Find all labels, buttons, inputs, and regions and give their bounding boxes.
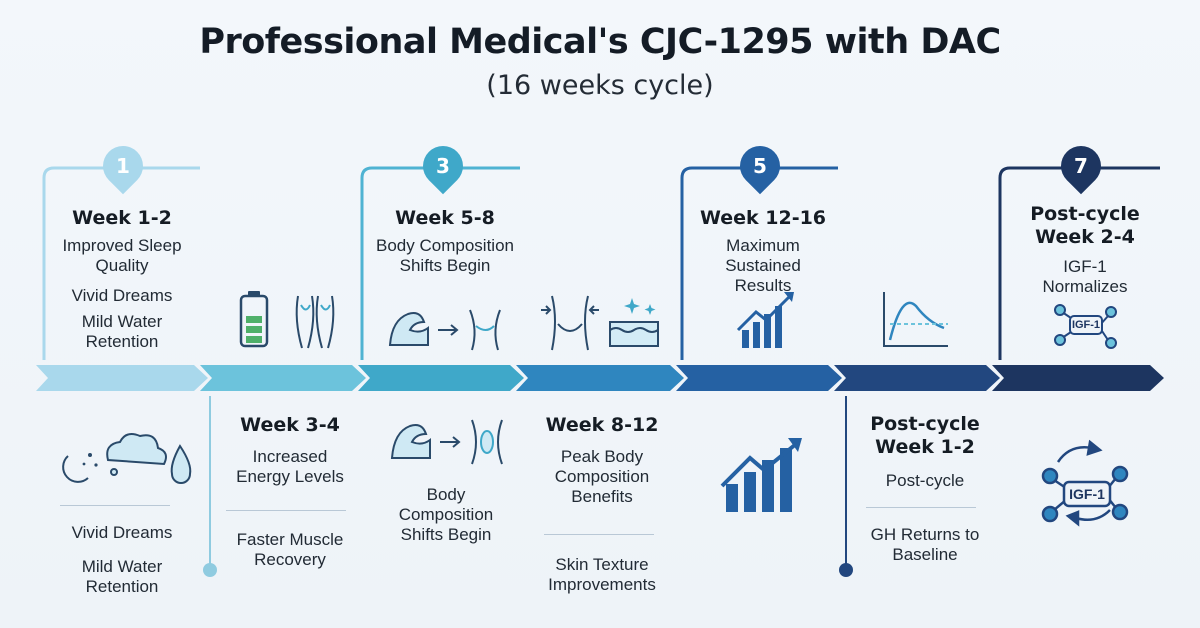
stage-effect: Improved Sleep Quality (62, 236, 182, 275)
water-drop-icon (170, 444, 192, 484)
stage-bottom-1: Vivid Dreams Mild Water Retention (52, 523, 192, 597)
stage-heading: Week 3-4 (240, 414, 340, 436)
stage-heading: Post-cycle Week 1-2 (870, 413, 980, 458)
stage-effect: Maximum Sustained Results (725, 236, 801, 295)
stage-effect: Body Composition Shifts Begin (398, 485, 494, 544)
page-subtitle: (16 weeks cycle) (486, 70, 714, 101)
stage-bottom-3: Body Composition Shifts Begin (380, 485, 512, 545)
growth-chart-icon-bottom (720, 438, 802, 512)
stage-effect-recovery: Faster Muscle Recovery (236, 530, 344, 569)
bracket-week-5-8 (360, 166, 520, 360)
stage-pin-3-number: 3 (436, 154, 450, 179)
divider-2 (226, 510, 346, 511)
stage-pin-7-number: 7 (1074, 154, 1088, 179)
bracket-post-2-4 (998, 166, 1160, 360)
stage-week-3-4: Week 3-4 Increased Energy Levels (216, 414, 364, 487)
stage-heading: Week 8-12 (545, 414, 659, 436)
stage-effect-gh: GH Returns to Baseline (870, 525, 980, 564)
stage-week-12-16: Week 12-16 Maximum Sustained Results (690, 207, 836, 296)
stage-heading: Post-cycle Week 2-4 (1030, 203, 1140, 248)
stage-pin-5-number: 5 (753, 154, 767, 179)
timeline-segment-2 (200, 365, 366, 391)
stage-effect: Increased Energy Levels (236, 447, 344, 486)
molecule-icon-bottom (1041, 439, 1129, 527)
curve-graph-icon (883, 292, 948, 347)
stage-heading: Week 12-16 (699, 207, 827, 229)
stem-dot-post-1-2 (839, 563, 853, 577)
stars-icon (82, 453, 98, 467)
timeline-segment-6 (834, 365, 1000, 391)
timeline-segment-3 (358, 365, 524, 391)
moon-icon (62, 455, 89, 483)
stage-post-week-1-2: Post-cycle Week 1-2 Post-cycle (850, 413, 1000, 491)
stage-effect: Mild Water Retention (81, 557, 163, 596)
stage-effect: IGF-1 Normalizes (1042, 257, 1128, 296)
stage-heading: Week 1-2 (72, 207, 172, 229)
growth-chart-icon-top (736, 292, 794, 348)
stage-effect: Vivid Dreams (71, 286, 173, 305)
igf-badge-bottom: IGF-1 (1069, 486, 1105, 502)
divider-3 (544, 534, 654, 535)
arm-to-waist-icon-top (388, 309, 501, 351)
divider-4 (866, 507, 976, 508)
stem-dot-week-3-4 (203, 563, 217, 577)
stage-effect: Vivid Dreams (71, 523, 173, 542)
stage-heading: Week 5-8 (395, 207, 495, 229)
molecule-icon-top (1054, 304, 1117, 349)
stage-post-week-2-4: Post-cycle Week 2-4 IGF-1 Normalizes (1010, 203, 1160, 297)
stage-week-8-12: Week 8-12 Peak Body Composition Benefits (524, 414, 680, 507)
igf-badge-top: IGF-1 (1071, 319, 1101, 331)
stage-effect-skin: Skin Texture Improvements (548, 555, 656, 594)
stage-pin-1-number: 1 (116, 154, 130, 179)
arm-to-waist-icon-bottom (390, 419, 503, 465)
stage-week-5-8: Week 5-8 Body Composition Shifts Begin (370, 207, 520, 276)
timeline-segment-5 (676, 365, 842, 391)
timeline-segment-4 (516, 365, 684, 391)
stage-effect: Mild Water Retention (81, 312, 163, 351)
stage-effect: Body Composition Shifts Begin (376, 236, 514, 275)
bracket-week-12-16 (680, 166, 838, 360)
thought-cloud-icon (106, 433, 167, 476)
bracket-week-1-2 (42, 166, 200, 360)
stage-effect: Peak Body Composition Benefits (554, 447, 650, 506)
stage-effect: Post-cycle (885, 471, 965, 490)
skin-texture-icon (609, 298, 659, 347)
page-title: Professional Medical's CJC-1295 with DAC (199, 22, 1001, 62)
stage-week-1-2: Week 1-2 Improved Sleep Quality Vivid Dr… (52, 207, 192, 352)
legs-icon (295, 295, 335, 349)
timeline-segment-7 (992, 365, 1164, 391)
waist-squeeze-icon (541, 295, 599, 351)
divider-1 (60, 505, 170, 506)
battery-icon (239, 291, 269, 348)
timeline-segment-1 (36, 365, 208, 391)
